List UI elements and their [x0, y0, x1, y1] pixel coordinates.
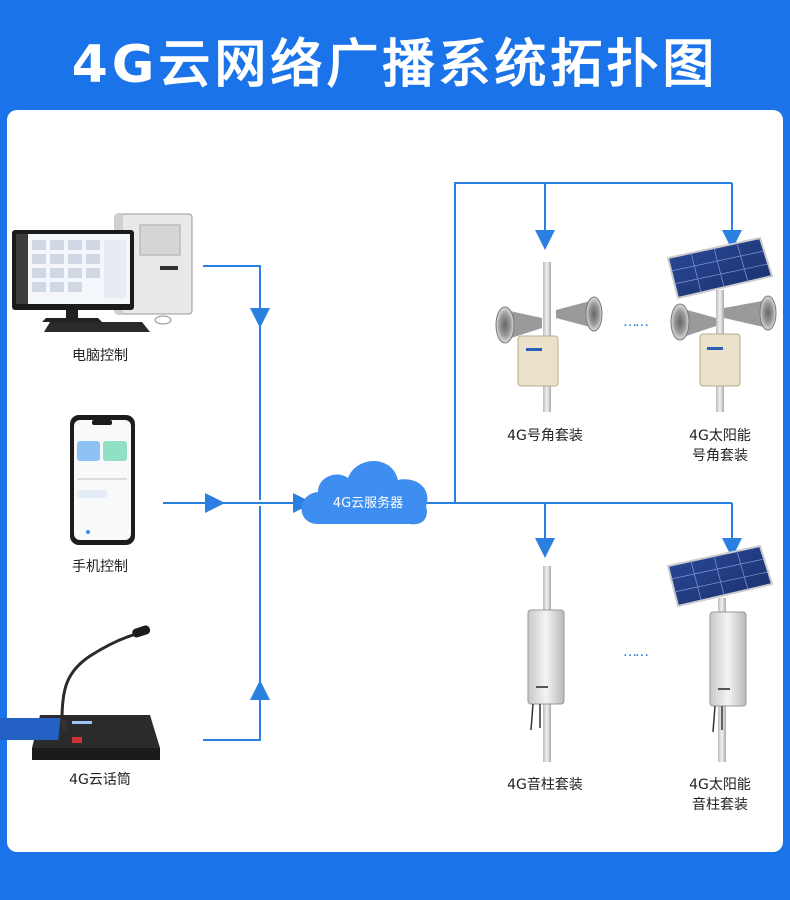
solar-column-speaker-set-device	[666, 544, 774, 762]
connection-lines	[163, 182, 742, 741]
phone-label: 手机控制	[72, 559, 128, 575]
cloud-server	[301, 461, 428, 525]
solar-column-set-label-line1: 4G太阳能	[689, 777, 751, 793]
cloud-server-label: 4G云服务器	[332, 496, 404, 511]
line-mic	[203, 680, 270, 741]
page-title: 4G云网络广播系统拓扑图	[71, 35, 719, 95]
ellipsis-top: ……	[623, 314, 649, 330]
microphone-device	[0, 625, 160, 760]
line-up-trunk	[454, 182, 732, 503]
solar-column-set-label-line2: 音柱套装	[692, 797, 748, 813]
horn-set-device	[495, 262, 603, 412]
computer-device	[12, 213, 193, 332]
column-set-label: 4G音柱套装	[507, 777, 583, 793]
horn-set-label: 4G号角套装	[507, 428, 583, 444]
ellipsis-bottom: ……	[623, 644, 649, 660]
solar-horn-set-device	[666, 236, 777, 412]
line-computer	[203, 265, 270, 328]
solar-horn-set-label-line2: 号角套装	[692, 448, 748, 464]
column-speaker-set-device	[527, 566, 565, 762]
phone-device	[70, 415, 135, 545]
cloud-icon	[301, 461, 428, 525]
microphone-label: 4G云话筒	[69, 772, 131, 788]
computer-label: 电脑控制	[72, 348, 128, 364]
solar-horn-set-label-line1: 4G太阳能	[689, 428, 751, 444]
